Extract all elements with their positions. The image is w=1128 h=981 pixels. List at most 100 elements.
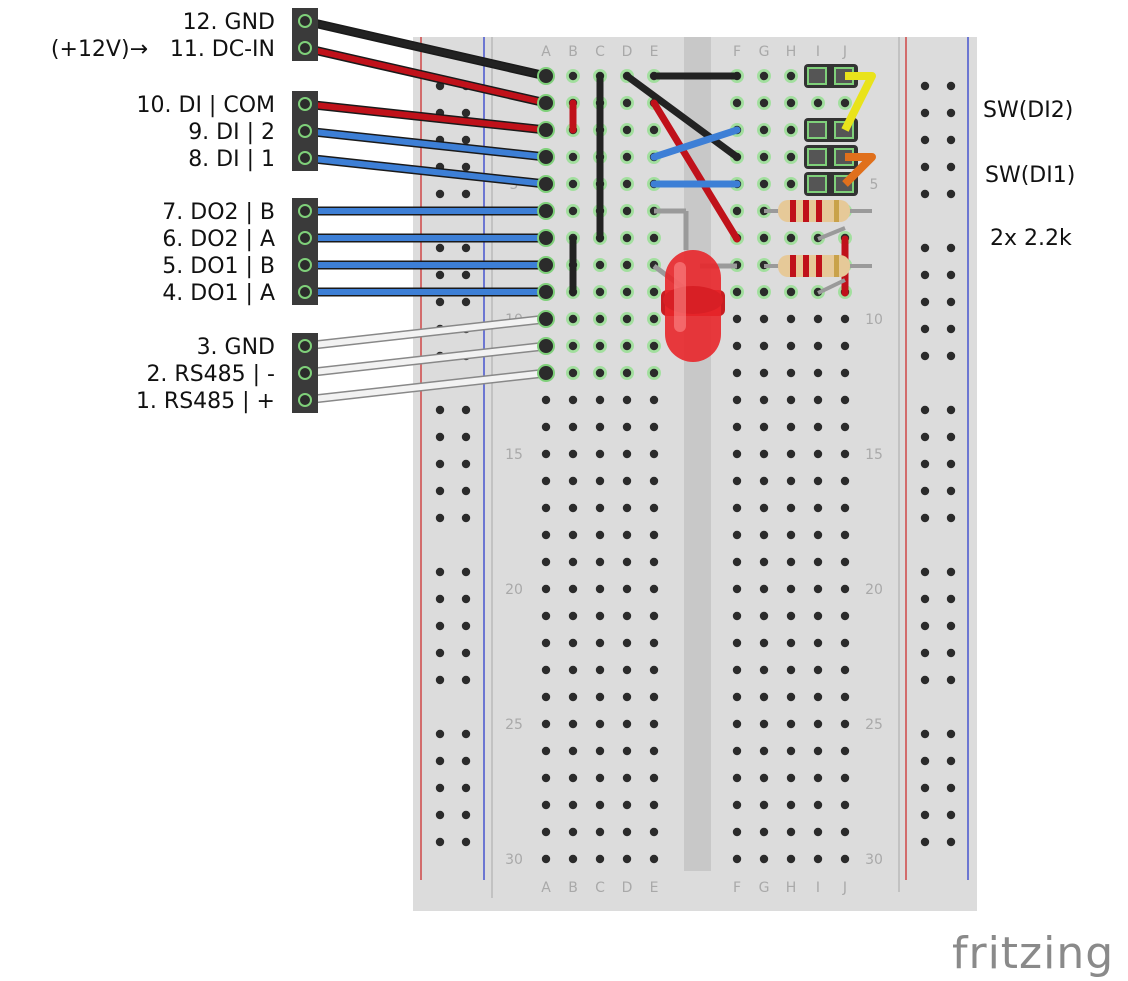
breadboard-hole <box>840 422 850 432</box>
rail-hole <box>920 756 930 766</box>
breadboard-hole <box>595 422 605 432</box>
breadboard-hole <box>759 557 769 567</box>
rail-hole <box>946 297 956 307</box>
breadboard-hole <box>568 638 578 648</box>
breadboard-hole <box>541 611 551 621</box>
breadboard-hole <box>759 692 769 702</box>
wire-end-cap <box>537 337 555 355</box>
connector-wire <box>302 45 549 106</box>
breadboard-hole <box>595 503 605 513</box>
breadboard-hole <box>759 800 769 810</box>
breadboard-hole <box>622 800 632 810</box>
terminal-connector <box>292 8 318 413</box>
breadboard-hole <box>840 665 850 675</box>
row-number: 15 <box>865 447 883 463</box>
breadboard-hole <box>840 314 850 324</box>
breadboard-hole <box>622 719 632 729</box>
rail-hole <box>920 270 930 280</box>
jumper-red-diag <box>650 99 741 243</box>
breadboard-hole <box>568 800 578 810</box>
fritzing-logo: fritzing <box>952 928 1114 979</box>
breadboard-hole <box>649 800 659 810</box>
breadboard-hole <box>622 368 632 378</box>
row-number: 25 <box>865 717 883 733</box>
breadboard-hole <box>568 665 578 675</box>
breadboard-hole <box>786 530 796 540</box>
rail-hole <box>461 486 471 496</box>
jumper-black-diag <box>623 72 741 161</box>
led-red <box>661 250 725 362</box>
breadboard-hole <box>840 449 850 459</box>
breadboard-hole <box>759 530 769 540</box>
rail-hole <box>435 810 445 820</box>
connector-wires <box>300 16 555 405</box>
breadboard-hole <box>840 584 850 594</box>
column-letter: E <box>650 880 659 896</box>
connector-pin-label: 9. DI | 2 <box>188 120 275 145</box>
connector-wire <box>302 343 549 376</box>
breadboard-hole <box>622 233 632 243</box>
breadboard-hole <box>595 557 605 567</box>
breadboard-hole <box>732 827 742 837</box>
wire-end-cap <box>537 202 555 220</box>
rail-hole <box>435 756 445 766</box>
breadboard-hole <box>786 503 796 513</box>
breadboard-hole <box>568 368 578 378</box>
column-letter: F <box>733 44 741 60</box>
rail-hole <box>461 189 471 199</box>
breadboard-hole <box>759 611 769 621</box>
breadboard-hole <box>813 638 823 648</box>
breadboard-hole <box>595 287 605 297</box>
breadboard-hole <box>840 476 850 486</box>
connector-pin <box>298 204 312 218</box>
breadboard-hole <box>649 584 659 594</box>
row-number: 30 <box>505 852 523 868</box>
resistor-lead-b <box>817 278 846 295</box>
breadboard-hole <box>649 557 659 567</box>
rail-hole <box>461 567 471 577</box>
breadboard-hole <box>649 692 659 702</box>
breadboard-hole <box>732 665 742 675</box>
breadboard-hole <box>568 773 578 783</box>
rail-hole <box>920 108 930 118</box>
breadboard-hole <box>759 422 769 432</box>
breadboard-hole <box>840 530 850 540</box>
breadboard-hole <box>759 449 769 459</box>
rail-hole <box>946 270 956 280</box>
rail-hole <box>946 162 956 172</box>
wire-end-cap <box>537 121 555 139</box>
rail-hole <box>946 729 956 739</box>
breadboard-hole <box>759 152 769 162</box>
connector-pin-label: 11. DC-IN <box>170 37 275 62</box>
breadboard-hole <box>541 557 551 567</box>
breadboard-hole <box>732 314 742 324</box>
rail-hole <box>435 297 445 307</box>
breadboard-hole <box>732 530 742 540</box>
rail-hole <box>946 594 956 604</box>
breadboard-hole <box>622 152 632 162</box>
resistor-2 <box>764 255 872 277</box>
breadboard-hole <box>759 503 769 513</box>
jumper-blue-diag <box>650 126 741 161</box>
breadboard-hole <box>759 719 769 729</box>
rail-hole <box>920 594 930 604</box>
rail-hole <box>946 675 956 685</box>
rail-hole <box>920 243 930 253</box>
rail-hole <box>946 621 956 631</box>
breadboard-hole <box>541 584 551 594</box>
breadboard-hole <box>813 611 823 621</box>
breadboard-hole <box>840 719 850 729</box>
breadboard-hole <box>568 557 578 567</box>
breadboard-hole <box>541 449 551 459</box>
rail-hole <box>461 297 471 307</box>
column-letter: C <box>595 44 605 60</box>
breadboard-hole <box>649 368 659 378</box>
connector-pin-label: 5. DO1 | B <box>162 254 275 279</box>
row-number: 20 <box>505 582 523 598</box>
breadboard-hole <box>813 746 823 756</box>
breadboard-hole <box>840 611 850 621</box>
wire-end-cap <box>537 256 555 274</box>
breadboard-hole <box>759 395 769 405</box>
breadboard-hole <box>568 152 578 162</box>
connector-pin-label: 1. RS485 | + <box>136 389 275 414</box>
